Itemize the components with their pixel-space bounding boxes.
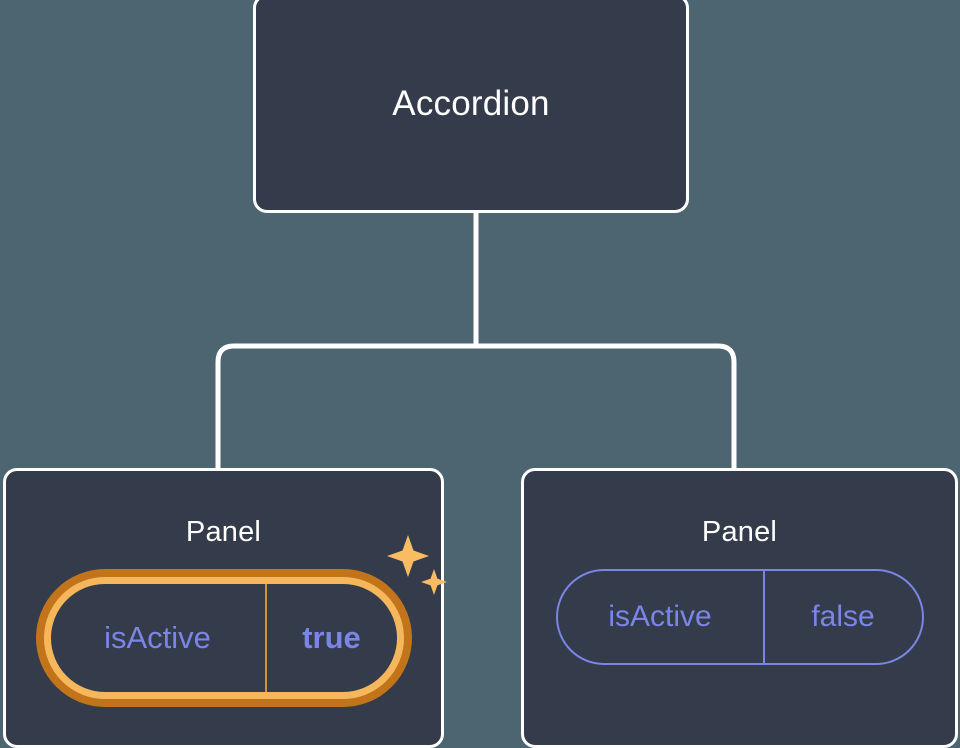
node-panel-active-label: Panel xyxy=(185,516,262,548)
prop-pill-active-wrap: isActive true xyxy=(35,535,447,707)
node-accordion-label: Accordion xyxy=(392,84,550,123)
prop-key-isactive: isActive xyxy=(608,600,712,633)
prop-pill-isactive-true[interactable]: isActive true xyxy=(35,569,412,707)
prop-pill-isactive-false[interactable]: isActive false xyxy=(555,569,924,665)
prop-pill-inner: isActive true xyxy=(50,584,397,692)
prop-pill-inactive-wrap: isActive false xyxy=(555,569,924,665)
edge-child-bus xyxy=(215,343,737,468)
prop-value-true: true xyxy=(264,584,397,692)
node-accordion[interactable]: Accordion xyxy=(253,0,689,213)
node-panel-inactive-label: Panel xyxy=(701,516,778,548)
prop-key-isactive: isActive xyxy=(104,620,211,655)
prop-value-false: false xyxy=(762,571,922,663)
node-panel-inactive[interactable]: Panel isActive false xyxy=(521,468,958,748)
node-panel-active[interactable]: Panel isActive true xyxy=(3,468,447,748)
